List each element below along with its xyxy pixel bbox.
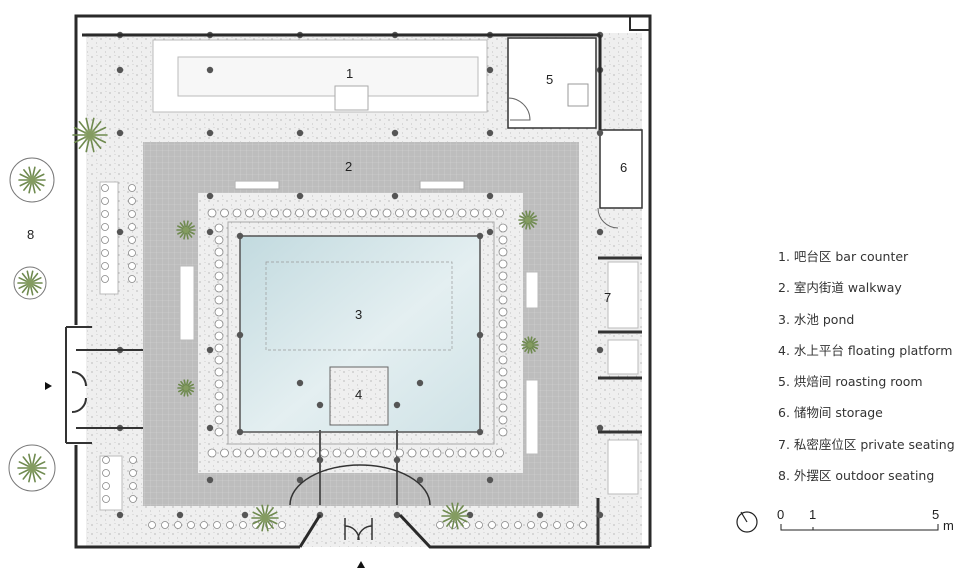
scale-unit: m (943, 518, 954, 533)
legend-item: 7. 私密座位区 private seating (778, 436, 955, 452)
legend-item: 4. 水上平台 floating platform (778, 342, 953, 358)
zone-number-4: 4 (355, 387, 362, 402)
legend-item: 8. 外摆区 outdoor seating (778, 468, 935, 484)
legend: 1. 吧台区 bar counter 2. 室内街道 walkway 3. 水池… (778, 248, 955, 498)
legend-item: 5. 烘焙间 roasting room (778, 374, 923, 390)
north-arrow-icon (736, 511, 758, 533)
floating-platform (329, 366, 389, 426)
zone-number-6: 6 (620, 160, 627, 175)
zone-number-2: 2 (345, 159, 352, 174)
scale-bar (780, 524, 939, 531)
outer-walls (74, 14, 652, 549)
entrance-arrow-icon (357, 561, 365, 568)
stools (101, 184, 587, 529)
trees (8, 117, 539, 532)
south-entrance (289, 464, 431, 541)
roasting-room (507, 37, 597, 129)
scale-tick-label: 0 (777, 507, 785, 522)
scale-tick-label: 5 (932, 507, 940, 522)
legend-item: 1. 吧台区 bar counter (778, 249, 909, 264)
west-entrance (65, 326, 143, 444)
zone-number-8: 8 (27, 227, 34, 242)
legend-item: 6. 储物间 storage (778, 405, 883, 421)
bar-counter (152, 39, 488, 113)
private-seating-partitions (596, 256, 642, 545)
legend-item: 2. 室内街道 walkway (778, 280, 902, 296)
zone-number-3: 3 (355, 307, 362, 322)
entrance-arrow-icon (45, 382, 52, 390)
legend-item: 3. 水池 pond (778, 311, 855, 327)
zone-number-7: 7 (604, 290, 611, 305)
zone-number-1: 1 (346, 66, 353, 81)
storage-room (599, 129, 643, 209)
zone-number-5: 5 (546, 72, 553, 87)
scale-tick-label: 1 (809, 507, 817, 522)
